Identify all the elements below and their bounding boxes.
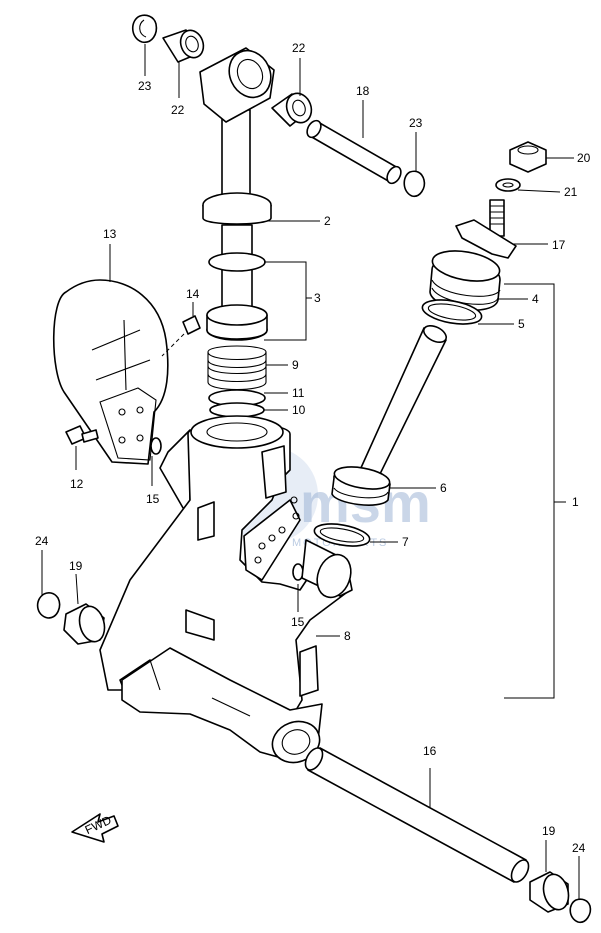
label-7: 7: [402, 535, 409, 549]
label-9: 9: [292, 358, 299, 372]
cover-13: [52, 279, 169, 465]
label-14: 14: [186, 287, 200, 301]
leader-lines: [41, 44, 580, 900]
plug-14: [161, 315, 201, 357]
label-6: 6: [440, 481, 447, 495]
label-4: 4: [532, 292, 539, 306]
label-22-left: 22: [171, 103, 185, 117]
bushing-19-left: [63, 603, 106, 645]
label-21: 21: [564, 185, 578, 199]
washer-15-left: [150, 437, 162, 455]
o-ring-5: [421, 299, 483, 325]
label-17: 17: [552, 238, 566, 252]
label-16: 16: [423, 744, 437, 758]
cap-4: [429, 250, 501, 311]
label-23-right: 23: [409, 116, 423, 130]
part-labels: 1 2 3 4 5 6 7 8 9 10 11 12 13 14 15 15 1…: [35, 41, 591, 855]
spring-9: [207, 345, 267, 390]
shaft-16: [304, 747, 530, 883]
label-15-right: 15: [291, 615, 305, 629]
valve-17: [455, 199, 517, 259]
label-15-left: 15: [146, 492, 160, 506]
circlip-23-right: [403, 170, 426, 198]
label-24-left: 24: [35, 534, 49, 548]
bushing-22-top: [162, 29, 205, 63]
bushing-22-right: [271, 92, 313, 127]
cylinder-body-8: [99, 415, 353, 764]
nut-20: [509, 141, 547, 173]
label-13: 13: [103, 227, 117, 241]
bushing-19-right: [529, 871, 570, 913]
label-10: 10: [292, 403, 306, 417]
label-24-right: 24: [572, 841, 586, 855]
label-18: 18: [356, 84, 370, 98]
forward-arrow-icon: FWD: [71, 813, 119, 843]
label-1: 1: [572, 495, 579, 509]
label-5: 5: [518, 317, 525, 331]
label-19-right: 19: [542, 824, 556, 838]
bolt-12: [65, 425, 99, 445]
label-2: 2: [324, 214, 331, 228]
label-11: 11: [292, 386, 305, 400]
ring-10: [209, 402, 265, 418]
label-8: 8: [344, 629, 351, 643]
circlip-24-right: [569, 898, 592, 924]
washer-21: [495, 178, 521, 192]
label-20: 20: [577, 151, 591, 165]
piston-6: [331, 324, 448, 506]
pin-18: [306, 119, 402, 185]
piston-rod-2: [199, 47, 275, 331]
label-3: 3: [314, 291, 321, 305]
circlip-23-top: [131, 14, 158, 44]
label-23-left: 23: [138, 79, 152, 93]
label-12: 12: [70, 477, 84, 491]
circlip-24-left: [36, 592, 61, 619]
o-ring-7: [313, 523, 371, 547]
label-19-left: 19: [69, 559, 83, 573]
assembly-bracket-1: [504, 283, 566, 699]
label-22-right: 22: [292, 41, 306, 55]
